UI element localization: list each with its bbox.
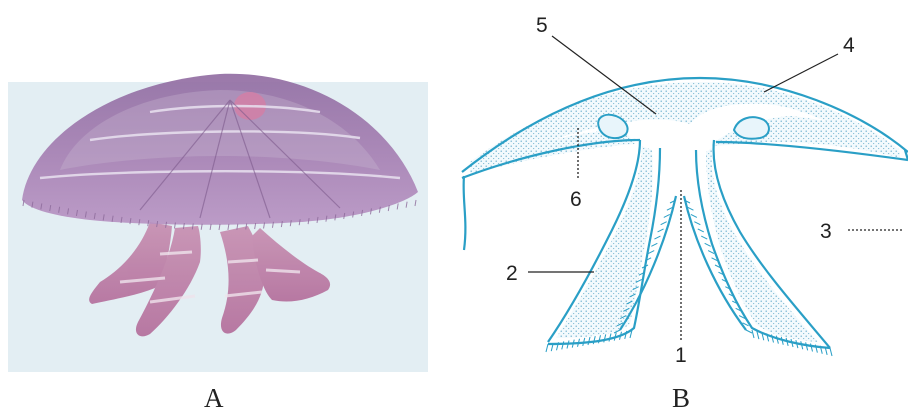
label-1: 1 <box>675 344 687 367</box>
bristle <box>604 334 606 342</box>
gastric-pouch-right <box>734 117 769 138</box>
leader-4 <box>764 54 838 92</box>
panel-a <box>8 74 428 372</box>
label-6: 6 <box>570 188 582 211</box>
bristle <box>752 330 754 338</box>
bristle <box>772 335 774 343</box>
bristle <box>658 229 664 232</box>
caption-a: A <box>204 383 224 413</box>
bristle <box>698 229 704 232</box>
bristle <box>648 251 654 254</box>
caption-b: B <box>672 383 690 413</box>
marginal-tentacle-left <box>464 176 466 250</box>
bristle <box>599 335 601 343</box>
bristle <box>654 236 660 239</box>
bristle <box>708 251 714 254</box>
bristle <box>691 214 697 217</box>
panel-b <box>462 36 908 356</box>
bristle <box>694 222 700 225</box>
bristle <box>546 344 548 352</box>
bristle <box>746 330 752 333</box>
label-2: 2 <box>506 262 518 285</box>
label-4: 4 <box>843 34 855 57</box>
bristle <box>661 222 667 225</box>
bristle <box>562 341 564 349</box>
label-5: 5 <box>536 14 548 37</box>
bristle <box>830 348 832 356</box>
label-3: 3 <box>820 220 832 243</box>
bristle <box>705 243 711 246</box>
bristle <box>593 336 595 344</box>
bristle <box>651 243 657 246</box>
bristle <box>701 236 707 239</box>
bristle <box>664 214 670 217</box>
bristle <box>811 344 813 352</box>
